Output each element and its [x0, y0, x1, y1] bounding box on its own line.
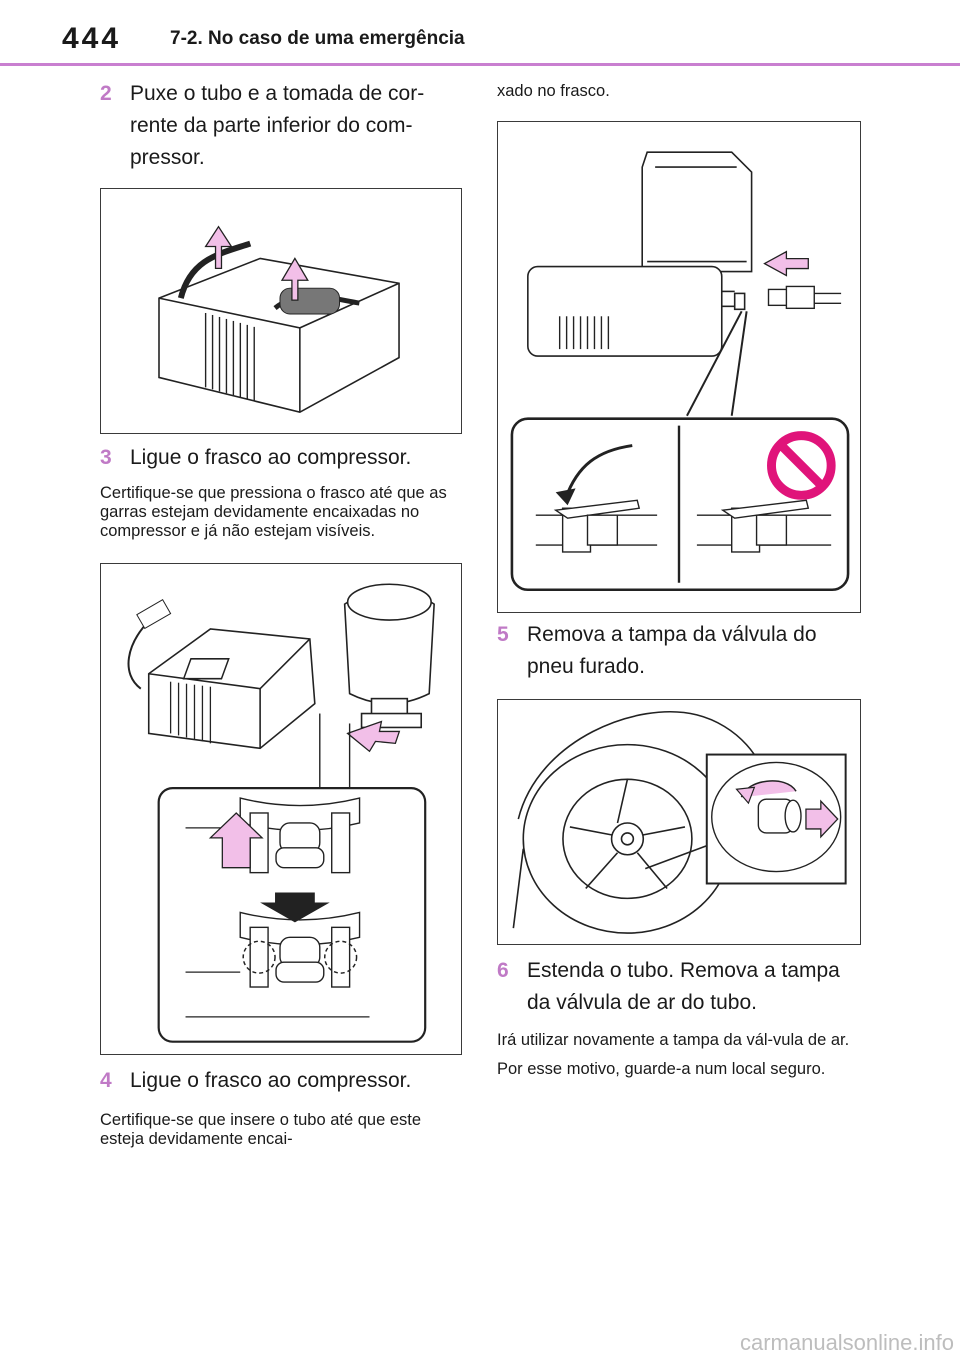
step-6-note-2: Por esse motivo, guarde-a num local segu…	[497, 1060, 826, 1078]
continuation-text: xado no frasco.	[497, 82, 610, 100]
step-number: 6	[497, 959, 509, 982]
step-text: Ligue o frasco ao compressor.	[130, 1069, 412, 1092]
valve-cap-removal-illustration	[497, 699, 861, 945]
compressor-icon	[158, 225, 400, 414]
right-column: xado no frasco.	[497, 78, 861, 1079]
page-header: 444 7-2. No caso de uma emergência	[0, 0, 960, 70]
step-4: 4 Ligue o frasco ao compressor.	[100, 1065, 462, 1097]
header-divider	[0, 63, 960, 66]
bottle-attach-illustration	[100, 563, 462, 1055]
step-text: Estenda o tubo. Remova a tampa da válvul…	[527, 959, 840, 1014]
compressor-hose-removal-illustration	[100, 188, 462, 434]
step-text: Ligue o frasco ao compressor.	[130, 446, 412, 469]
section-title: 7-2. No caso de uma emergência	[170, 28, 465, 49]
step-number: 5	[497, 623, 509, 646]
tire-valve-icon	[512, 711, 847, 934]
step-5: 5 Remova a tampa da válvula do pneu fura…	[497, 619, 861, 683]
step-2: 2 Puxe o tubo e a tomada de cor-rente da…	[100, 78, 462, 174]
step-text: Puxe o tubo e a tomada de cor-rente da p…	[130, 82, 425, 169]
left-column: 2 Puxe o tubo e a tomada de cor-rente da…	[100, 78, 462, 1149]
hose-connection-icon	[510, 151, 850, 592]
step-6-note-1: Irá utilizar novamente a tampa da vál-vu…	[497, 1031, 850, 1049]
step-number: 4	[100, 1069, 112, 1092]
bottle-icon	[127, 583, 435, 1043]
page-number: 444	[62, 22, 122, 55]
watermark: carmanualsonline.info	[739, 1330, 954, 1355]
step-3-note: Certifique-se que pressiona o frasco até…	[100, 484, 447, 540]
step-4-note: Certifique-se que insere o tubo até que …	[100, 1111, 422, 1148]
step-number: 2	[100, 82, 112, 105]
hose-connection-prohibited-illustration	[497, 121, 861, 613]
step-text: Remova a tampa da válvula do pneu furado…	[527, 623, 817, 678]
step-3: 3 Ligue o frasco ao compressor.	[100, 442, 462, 474]
step-number: 3	[100, 446, 112, 469]
step-6: 6 Estenda o tubo. Remova a tampa da válv…	[497, 955, 861, 1019]
